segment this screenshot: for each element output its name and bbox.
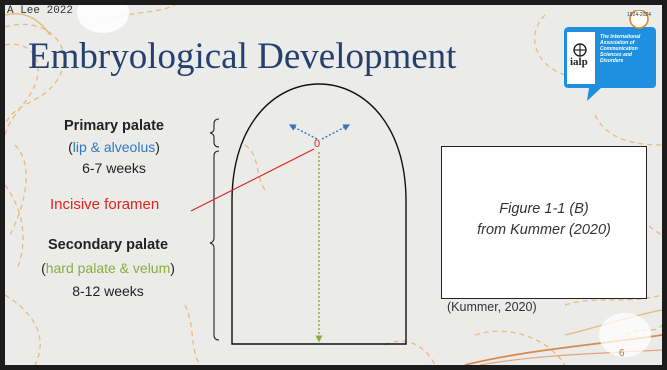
palate-diagram — [190, 83, 407, 345]
secondary-palate-heading: Secondary palate — [47, 237, 169, 253]
figure-caption-line1: Figure 1-1 (B) — [499, 201, 589, 217]
primary-palate-sub: (lip & alveolus) — [68, 139, 160, 155]
secondary-palate-label: Secondary palate (hard palate & velum) 8… — [19, 234, 197, 303]
foramen-marker: 0 — [314, 138, 321, 150]
secondary-palate-sub: (hard palate & velum) — [41, 260, 175, 276]
figure-caption-line2: from Kummer (2020) — [477, 222, 611, 238]
topographic-background — [5, 5, 662, 365]
logo-years: 1924-2024 — [627, 12, 651, 18]
primary-palate-heading: Primary palate — [64, 118, 164, 134]
primary-palate-structures: lip & alveolus — [72, 139, 156, 155]
incisive-foramen-label: Incisive foramen — [50, 196, 160, 213]
logo-shape — [564, 9, 656, 101]
page-number: 6 — [619, 348, 625, 359]
incisive-pointer-line — [190, 148, 315, 212]
ialp-logo: 1924-2024 The International Association … — [561, 9, 658, 102]
logo-association-name: The International Association of Communi… — [600, 34, 641, 64]
primary-palate-label: Primary palate (lip & alveolus) 6-7 week… — [33, 116, 195, 179]
figure-caption: Figure 1-1 (B) from Kummer (2020) — [442, 199, 646, 241]
author-label: A Lee 2022 — [7, 5, 74, 17]
primary-palate-bracket — [209, 118, 220, 148]
secondary-palate-structures: hard palate & velum — [45, 260, 171, 276]
blue-arrow-left — [288, 124, 318, 140]
slide: A Lee 2022 Embryological Development 192… — [5, 5, 662, 365]
primary-palate-weeks: 6-7 weeks — [82, 160, 146, 176]
palate-outline — [231, 83, 407, 345]
blue-arrow-right — [321, 124, 351, 140]
secondary-palate-bracket — [209, 150, 220, 341]
secondary-palate-weeks: 8-12 weeks — [72, 283, 144, 299]
logo-abbreviation: ialp — [570, 56, 588, 68]
figure-citation: (Kummer, 2020) — [447, 300, 537, 314]
figure-placeholder: Figure 1-1 (B) from Kummer (2020) — [441, 146, 647, 299]
page-title: Embryological Development — [28, 36, 457, 77]
